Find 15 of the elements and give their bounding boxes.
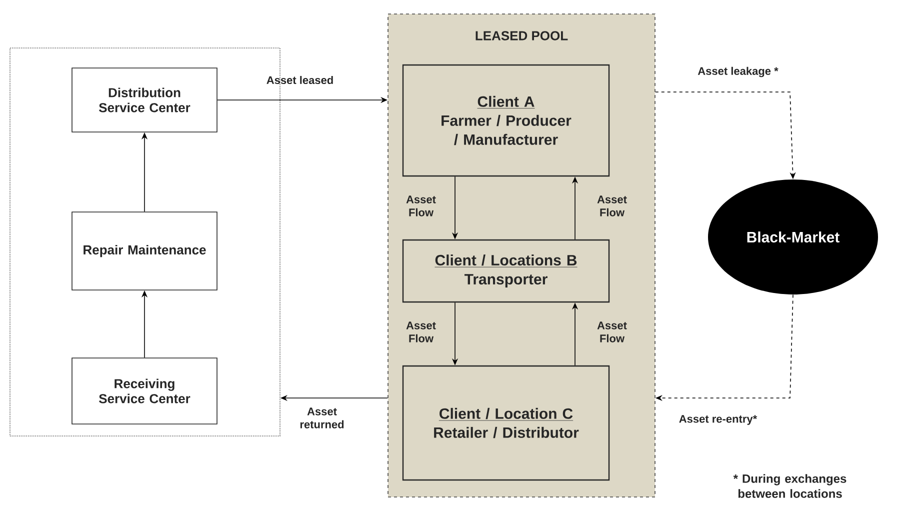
- process-box: Repair Maintenance: [72, 212, 218, 290]
- process-box: Distribution Service Center: [72, 68, 218, 132]
- edge-label: Asset Flow: [597, 322, 627, 342]
- edge-label: Asset Flow: [597, 196, 627, 216]
- process-box: Receiving Service Center: [72, 358, 218, 424]
- client-box: Client / Locations B Transporter: [402, 239, 610, 303]
- client-box: Client A Farmer / Producer / Manufacturer: [402, 64, 610, 177]
- client-box: Client / Location C Retailer / Distributor: [402, 365, 610, 481]
- edge-label: Asset Flow: [406, 322, 436, 342]
- edge-label: Asset leakage *: [698, 66, 778, 78]
- edge-label: Asset re-entry*: [679, 415, 758, 425]
- edge-label: Asset returned: [300, 408, 344, 428]
- footnote: * During exchanges between locations: [733, 474, 846, 498]
- edge-label: Asset leased: [266, 76, 333, 84]
- edge-label: Asset Flow: [406, 196, 436, 216]
